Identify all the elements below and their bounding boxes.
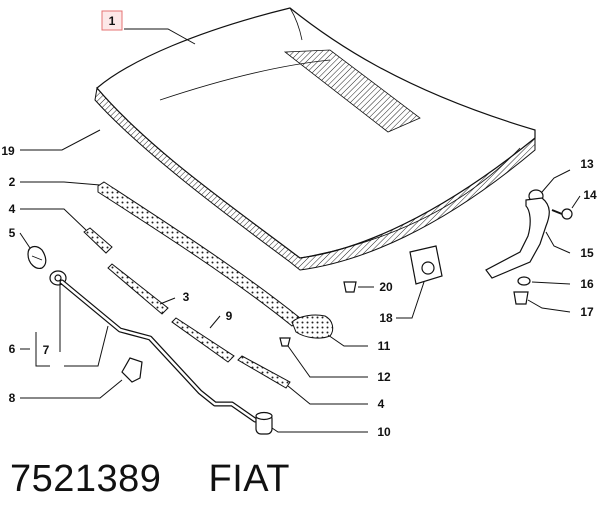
callout-2: 2	[9, 175, 16, 189]
strip-9	[171, 317, 235, 363]
callout-10: 10	[377, 425, 391, 439]
callout-11: 11	[378, 339, 391, 353]
hood-panel	[94, 7, 536, 271]
hinge-15	[485, 197, 550, 279]
callout-13: 13	[580, 157, 594, 171]
callout-8: 8	[9, 391, 16, 405]
part-number: 7521389	[10, 458, 162, 500]
callout-4-lower: 4	[378, 397, 385, 411]
pad-4-upper	[83, 227, 113, 254]
strip-3	[107, 263, 169, 315]
callout-15: 15	[580, 246, 594, 260]
callout-14: 14	[583, 188, 597, 202]
hood-vent-grille	[283, 49, 421, 133]
latch-bracket-18	[409, 245, 443, 285]
callout-4-upper: 4	[9, 202, 16, 216]
callout-12: 12	[377, 370, 391, 384]
rod-holder-8	[121, 357, 143, 383]
pad-4-lower	[237, 355, 291, 389]
bumper-20	[343, 281, 357, 293]
clip-5	[27, 245, 47, 269]
brand-name: FIAT	[208, 458, 291, 500]
bolt-17	[513, 291, 529, 305]
callout-labels: 1 19 2 4 5 6 7 8 3 9 4 10 12 11 18 20 13…	[1, 10, 597, 439]
callout-18: 18	[379, 311, 393, 325]
callout-1: 1	[109, 14, 116, 28]
bumper-12	[279, 337, 291, 347]
hood-top-surface	[96, 7, 536, 259]
leader-lines	[19, 28, 581, 433]
callout-6: 6	[9, 342, 16, 356]
callout-20: 20	[379, 280, 393, 294]
washer-16	[517, 276, 531, 286]
callout-19: 19	[1, 144, 15, 158]
callout-3: 3	[183, 290, 190, 304]
callout-17: 17	[580, 305, 594, 319]
highlight-box	[101, 10, 123, 31]
callout-16: 16	[580, 277, 594, 291]
screw-14	[551, 208, 573, 220]
footer-caption: 7521389 FIAT	[10, 458, 290, 501]
callout-5: 5	[9, 226, 16, 240]
rubber-end-10	[255, 411, 273, 435]
callout-7: 7	[43, 343, 50, 357]
end-cap-11	[291, 314, 334, 339]
callout-9: 9	[226, 309, 233, 323]
